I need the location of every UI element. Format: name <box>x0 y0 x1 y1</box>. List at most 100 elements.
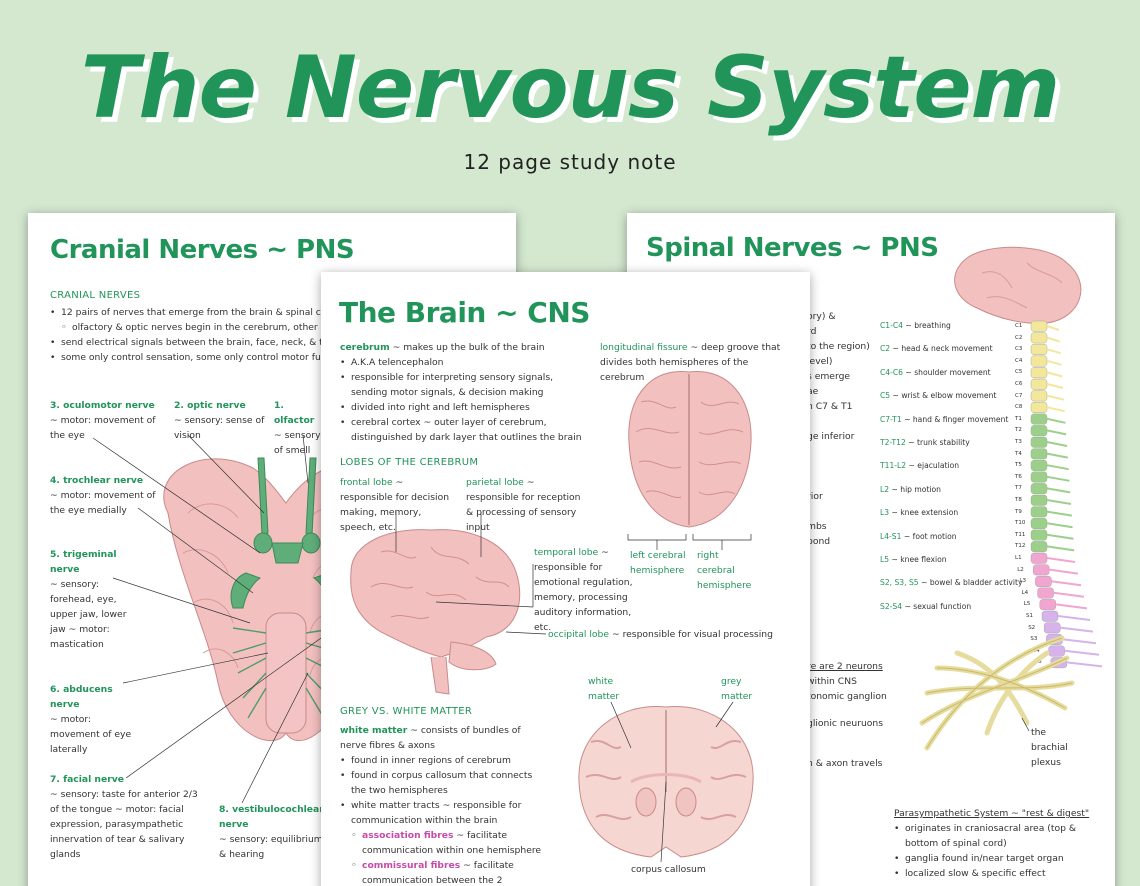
bullet: send electrical signals between the brai… <box>50 335 350 350</box>
vertebra-label: L4 <box>1021 589 1029 596</box>
vertebra-label: S1 <box>1026 613 1033 619</box>
vertebra-label: T9 <box>1015 508 1022 515</box>
bullet: divided into right and left hemispheres <box>340 400 590 415</box>
nerve-root <box>1046 383 1064 389</box>
cerebrum-block: cerebrum ~ makes up the bulk of the brai… <box>340 340 590 445</box>
spinal-map-row: L4-S1 ~ foot motion <box>880 531 957 541</box>
section-heading: CRANIAL NERVES <box>50 290 141 301</box>
nerve-root <box>1046 336 1061 343</box>
spinal-map-row: T2-T12 ~ trunk stability <box>880 438 970 447</box>
vertebra-label: S3 <box>1030 636 1038 643</box>
nerve-root <box>1046 522 1073 529</box>
brain-side-illustration <box>350 512 547 695</box>
nerve-root <box>1046 452 1068 459</box>
vertebra-label: T7 <box>1015 485 1022 492</box>
vertebra-label: T10 <box>1015 520 1026 527</box>
vertebra-label: T2 <box>1015 427 1022 434</box>
vertebra-label: T11 <box>1015 531 1026 538</box>
nerve-root <box>1066 661 1103 668</box>
nerve-root <box>1064 649 1100 656</box>
bullet: 12 pairs of nerves that emerge from the … <box>50 305 350 320</box>
spinal-map-row: L5 ~ knee flexion <box>880 555 947 564</box>
partial-text-lower: re are 2 neurons within CNS tonomic gang… <box>807 661 887 769</box>
matter-heading: GREY VS. WHITE MATTER <box>340 706 473 717</box>
page-title: The Brain ~ CNS <box>339 296 590 329</box>
vertebra-label: T12 <box>1015 543 1026 550</box>
brain-top-illustration <box>627 370 752 550</box>
bullet: commissural fibres ~ facilitate communic… <box>340 858 545 886</box>
cranial-bullets: 12 pairs of nerves that emerge from the … <box>50 305 350 365</box>
nerve-root <box>1055 603 1088 610</box>
spinal-map-row: L2 ~ hip motion <box>880 484 941 494</box>
page-title: Spinal Nerves ~ PNS <box>646 233 939 263</box>
trigeminal-label: 5. trigeminal nerve~ sensory: forehead, … <box>50 549 127 650</box>
white-matter-label: white matter <box>588 676 620 702</box>
vestibulocochlear-label: 8. vestibulocochlear nerve~ sensory: equ… <box>219 804 324 860</box>
spinal-map-row: S2, S3, S5 ~ bowel & bladder activity <box>880 578 1023 588</box>
parasym-title: Parasympathetic System ~ "rest & digest" <box>894 808 1090 819</box>
nerve-root <box>1046 441 1068 447</box>
spinal-map-row: C4-C6 ~ shoulder movement <box>880 367 991 377</box>
subtitle: 12 page study note <box>463 150 677 174</box>
spinal-map-row: S2-S4 ~ sexual function <box>880 601 972 611</box>
fissure-block: longitudinal fissure ~ deep groove that … <box>600 342 781 383</box>
spinal-map-row: T11-L2 ~ ejaculation <box>880 461 960 471</box>
parietal-lobe-text: parietal lobe ~ responsible for receptio… <box>466 477 581 533</box>
nerve-root <box>1046 348 1061 355</box>
spinal-map-row: C7-T1 ~ hand & finger movement <box>880 414 1009 424</box>
bullet: originates in craniosacral area (top & b… <box>894 821 1079 851</box>
nerve-root <box>1046 464 1069 471</box>
bullet: white matter tracts ~ responsible for co… <box>340 798 545 828</box>
nerve-root <box>1046 545 1075 552</box>
vertebra-label: T8 <box>1015 497 1022 503</box>
nerve-root <box>1046 325 1060 331</box>
vertebra-label: L5 <box>1023 601 1031 608</box>
frontal-lobe-text: frontal lobe ~ responsible for decision … <box>340 477 450 533</box>
bullet: association fibres ~ facilitate communic… <box>340 828 545 858</box>
bullet: cerebral cortex ~ outer layer of cerebru… <box>340 415 590 445</box>
vertebra-label: L1 <box>1015 555 1022 561</box>
corpus-callosum-label: corpus callosum <box>631 864 706 875</box>
bullet: localized slow & specific effect <box>894 866 1079 881</box>
facial-label: 7. facial nerve~ sensory: taste for ante… <box>50 774 198 860</box>
vertebra-label: C5 <box>1015 369 1023 376</box>
vertebra-label: T3 <box>1015 439 1022 445</box>
nerve-root <box>1062 638 1097 645</box>
nerve-root <box>1051 580 1082 587</box>
bullet: found in corpus callosum that connects t… <box>340 768 545 798</box>
bullet: ganglia found in/near target organ <box>894 851 1079 866</box>
nerve-root <box>1046 417 1066 424</box>
nerve-root <box>1060 626 1094 633</box>
brain-coronal-illustration <box>578 701 754 863</box>
trochlear-label: 4. trochlear nerve~ motor: movement of t… <box>50 475 156 516</box>
nerve-root <box>1046 394 1065 401</box>
vertebra-label: S2 <box>1028 624 1036 631</box>
vertebra-label: T4 <box>1015 450 1022 457</box>
nerve-root <box>1046 429 1067 436</box>
page-title: Cranial Nerves ~ PNS <box>50 235 355 265</box>
nerve-root <box>1046 487 1071 494</box>
vertebra-label: L3 <box>1019 578 1026 585</box>
oculomotor-label: 3. oculomotor nerve~ motor: movement of … <box>50 400 156 441</box>
nerve-root <box>1046 533 1074 540</box>
nerve-root <box>1053 591 1085 598</box>
brachial-plexus-illustration <box>919 635 1075 751</box>
optic-label: 2. optic nerve~ sensory: sense of vision <box>174 400 265 441</box>
bullet: A.K.A telencephalon <box>340 355 590 370</box>
vertebra-label: C1 <box>1015 323 1023 329</box>
vertebra-label: L2 <box>1017 566 1024 573</box>
vertebra-label: C6 <box>1015 381 1023 387</box>
grey-matter-label: grey matter <box>721 676 753 702</box>
nerve-root <box>1046 359 1062 366</box>
right-hemisphere-label: right cerebral hemisphere <box>697 550 752 591</box>
spinal-map-row: L3 ~ knee extension <box>880 508 959 518</box>
nerve-root <box>1046 510 1072 517</box>
plexus-label: the brachial plexus <box>1031 727 1068 768</box>
vertebra-label: T6 <box>1015 473 1022 480</box>
spinal-map-row: C5 ~ wrist & elbow movement <box>880 391 997 401</box>
abducens-label: 6. abducens nerve~ motor: movement of ey… <box>50 684 132 755</box>
vertebra-label: C4 <box>1015 357 1023 364</box>
main-title: The Nervous System <box>80 38 1061 138</box>
vertebrae-group <box>1030 320 1103 669</box>
